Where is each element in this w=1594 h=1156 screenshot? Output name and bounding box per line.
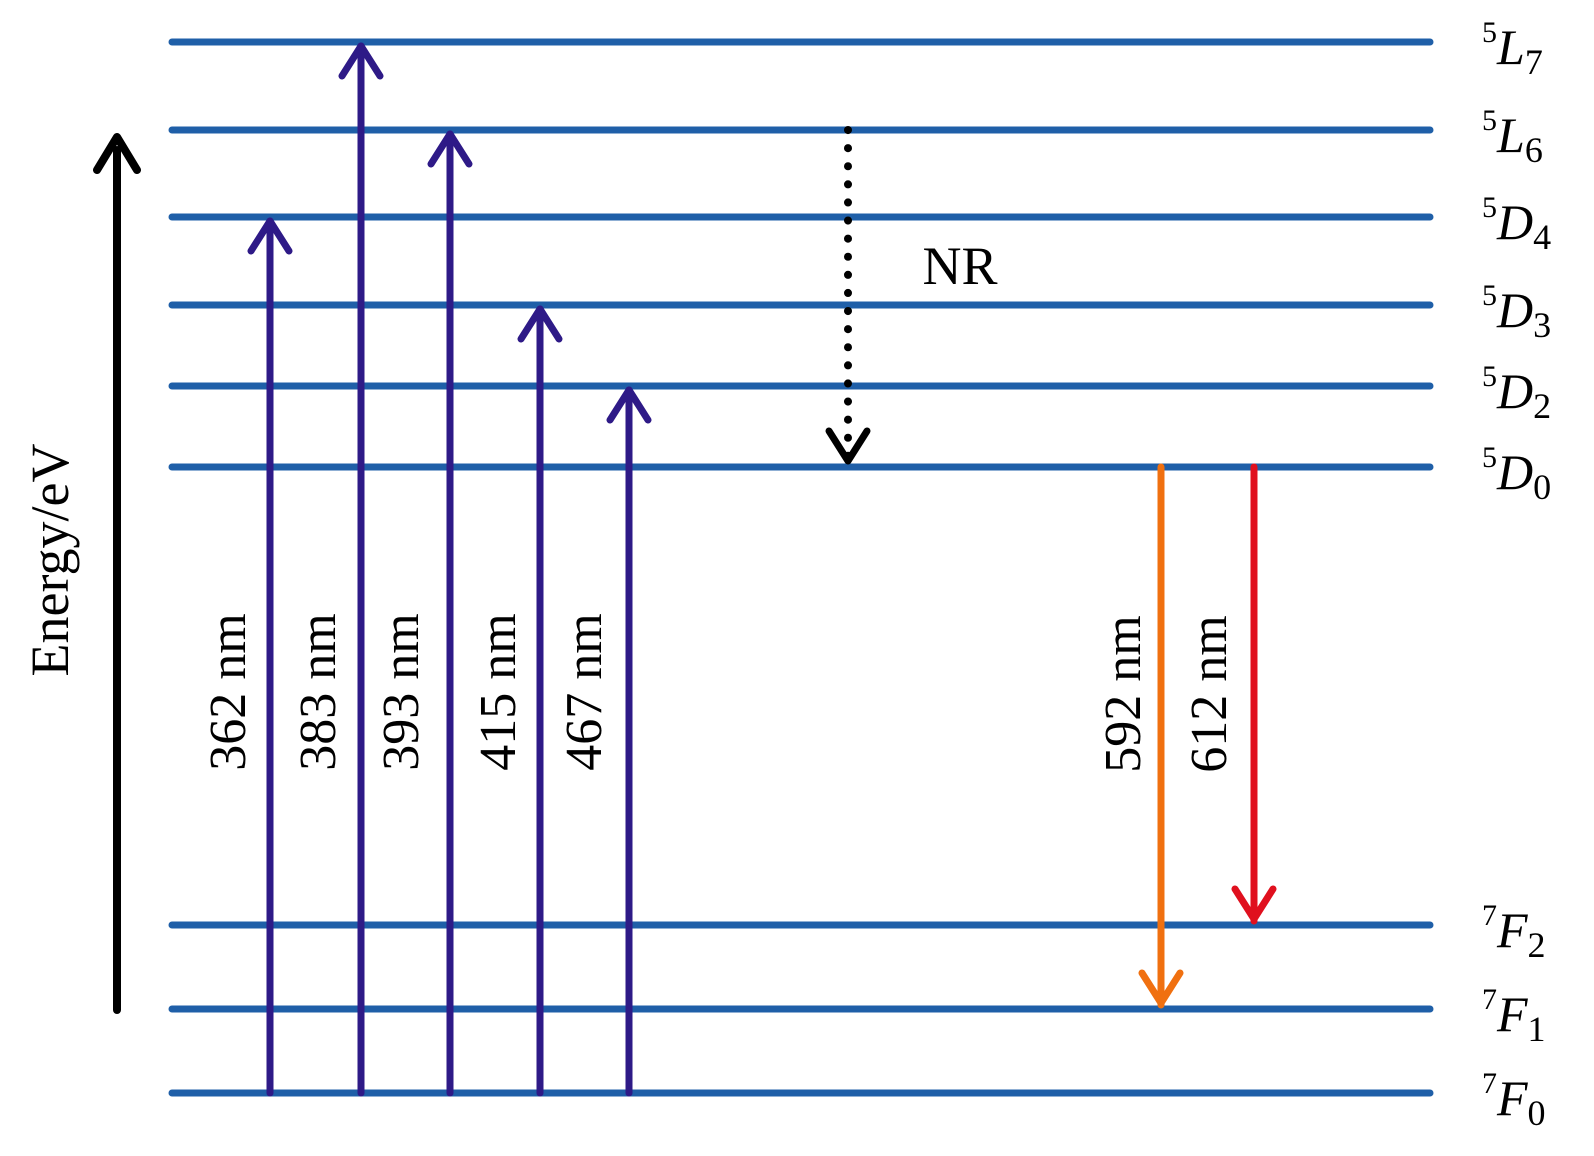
excitation-label-2: 393 nm [373, 613, 430, 770]
level-label-sub: 6 [1525, 130, 1543, 170]
level-label-sub: 2 [1528, 925, 1546, 965]
level-label-sup: 5 [1482, 279, 1497, 312]
level-label-L7: 5L7 [1482, 16, 1543, 82]
level-label-F0: 7F0 [1482, 1067, 1546, 1133]
level-label-sup: 7 [1482, 899, 1497, 932]
excitation-transitions: 362 nm 383 nm 393 nm 415 nm 467 nm [200, 42, 652, 1097]
level-label-D3: 5D3 [1482, 279, 1551, 345]
excitation-arrow-3-arrowhead [517, 305, 563, 343]
level-label-letter: L [1496, 107, 1525, 163]
level-label-D4: 5D4 [1482, 191, 1551, 257]
nr-arrow-arrowhead [825, 427, 871, 465]
level-label-L6: 5L6 [1482, 104, 1543, 170]
excitation-label-0: 362 nm [200, 613, 257, 770]
emission-transitions: 592 nm 612 nm [1095, 463, 1277, 1009]
excitation-arrow-0-arrowhead [247, 217, 293, 255]
level-label-sup: 5 [1482, 104, 1497, 137]
excitation-arrow-2-arrowhead [427, 130, 473, 168]
excitation-arrow-4-arrowhead [606, 386, 652, 424]
level-label-letter: D [1496, 194, 1533, 250]
emission-label-0: 592 nm [1095, 615, 1152, 772]
emission-arrow-0-arrowhead [1138, 969, 1184, 1007]
level-label-D2: 5D2 [1482, 360, 1551, 426]
level-label-sub: 1 [1528, 1009, 1546, 1049]
level-label-letter: L [1496, 19, 1525, 75]
level-label-sup: 7 [1482, 983, 1497, 1016]
level-label-F1: 7F1 [1482, 983, 1546, 1049]
excitation-label-3: 415 nm [470, 613, 527, 770]
level-label-sub: 2 [1533, 386, 1551, 426]
emission-label-1: 612 nm [1181, 615, 1238, 772]
level-label-sup: 7 [1482, 1067, 1497, 1100]
level-label-letter: F [1496, 986, 1528, 1042]
level-label-sub: 0 [1528, 1093, 1546, 1133]
nr-label: NR [922, 236, 997, 296]
level-label-letter: F [1496, 1070, 1528, 1126]
level-label-letter: D [1496, 282, 1533, 338]
level-label-sup: 5 [1482, 16, 1497, 49]
excitation-label-4: 467 nm [556, 613, 613, 770]
emission-arrow-1-arrowhead [1231, 885, 1277, 923]
energy-axis-arrowhead [93, 133, 141, 174]
nonradiative-relaxation: NR [825, 126, 998, 467]
level-label-sub: 7 [1525, 42, 1543, 82]
excitation-arrow-1-arrowhead [338, 42, 384, 80]
excitation-label-1: 383 nm [290, 613, 347, 770]
level-label-sub: 3 [1533, 305, 1551, 345]
level-label-sub: 4 [1533, 217, 1551, 257]
level-label-F2: 7F2 [1482, 899, 1546, 965]
level-label-sup: 5 [1482, 360, 1497, 393]
energy-axis: Energy/eV [20, 133, 141, 1014]
level-label-letter: F [1496, 902, 1528, 958]
level-label-D0: 5D0 [1482, 441, 1551, 507]
level-label-letter: D [1496, 444, 1533, 500]
level-label-letter: D [1496, 363, 1533, 419]
level-label-sub: 0 [1533, 467, 1551, 507]
level-label-sup: 5 [1482, 441, 1497, 474]
energy-axis-label: Energy/eV [20, 444, 80, 677]
level-label-sup: 5 [1482, 191, 1497, 224]
